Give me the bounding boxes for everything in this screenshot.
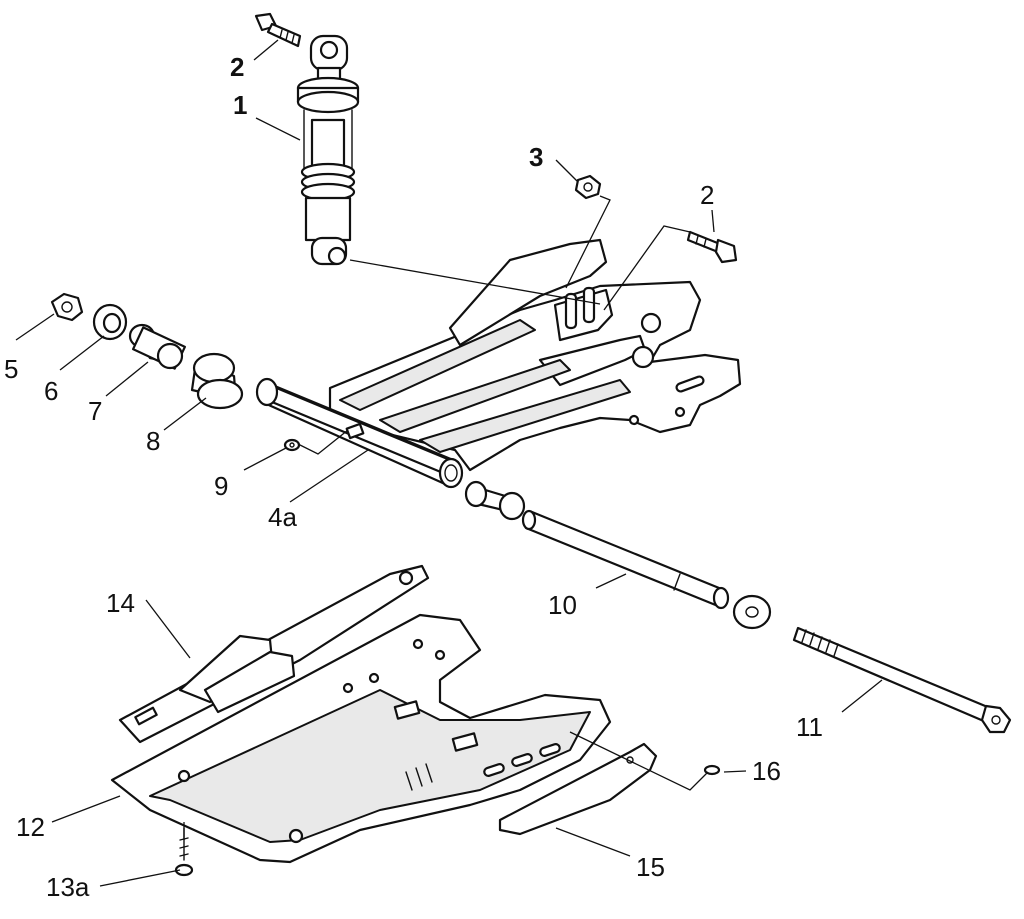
callout-2-right: 2 [700, 180, 714, 210]
skid-plate [110, 613, 612, 864]
upper-rail [118, 564, 430, 744]
callout-11: 11 [796, 712, 823, 742]
callout-12: 12 [16, 812, 45, 842]
nut-left [50, 292, 84, 322]
callout-8: 8 [146, 426, 160, 456]
callout-10: 10 [548, 590, 577, 620]
leader-lines [15, 39, 883, 887]
callout-6: 6 [44, 376, 58, 406]
pivot-tube [255, 377, 464, 489]
callout-14: 14 [106, 588, 135, 618]
callout-2-upper: 2 [230, 52, 244, 82]
washer-left [92, 303, 128, 341]
shock-absorber [296, 34, 360, 266]
callout-labels: 2 1 3 2 5 6 7 8 9 4a 10 11 14 12 13a 15 … [4, 52, 823, 902]
bushing-large [190, 352, 244, 410]
grease-nipple [283, 438, 301, 452]
washer-right [732, 594, 772, 630]
bolt-right [686, 230, 738, 264]
flanged-bushing [128, 323, 187, 370]
callout-7: 7 [88, 396, 102, 426]
bushing-right [464, 480, 526, 521]
callout-1: 1 [233, 90, 247, 120]
clip [703, 764, 721, 776]
nut-top [574, 174, 602, 200]
shaft [521, 509, 730, 610]
long-bolt [792, 626, 1012, 734]
callout-5: 5 [4, 354, 18, 384]
bolt-upper [254, 12, 302, 48]
swing-arm-frame [328, 238, 742, 472]
callout-4a: 4a [268, 502, 297, 532]
callout-16: 16 [752, 756, 781, 786]
callout-3: 3 [529, 142, 543, 172]
callout-13a: 13a [46, 872, 90, 902]
callout-9: 9 [214, 471, 228, 501]
callout-15: 15 [636, 852, 665, 882]
